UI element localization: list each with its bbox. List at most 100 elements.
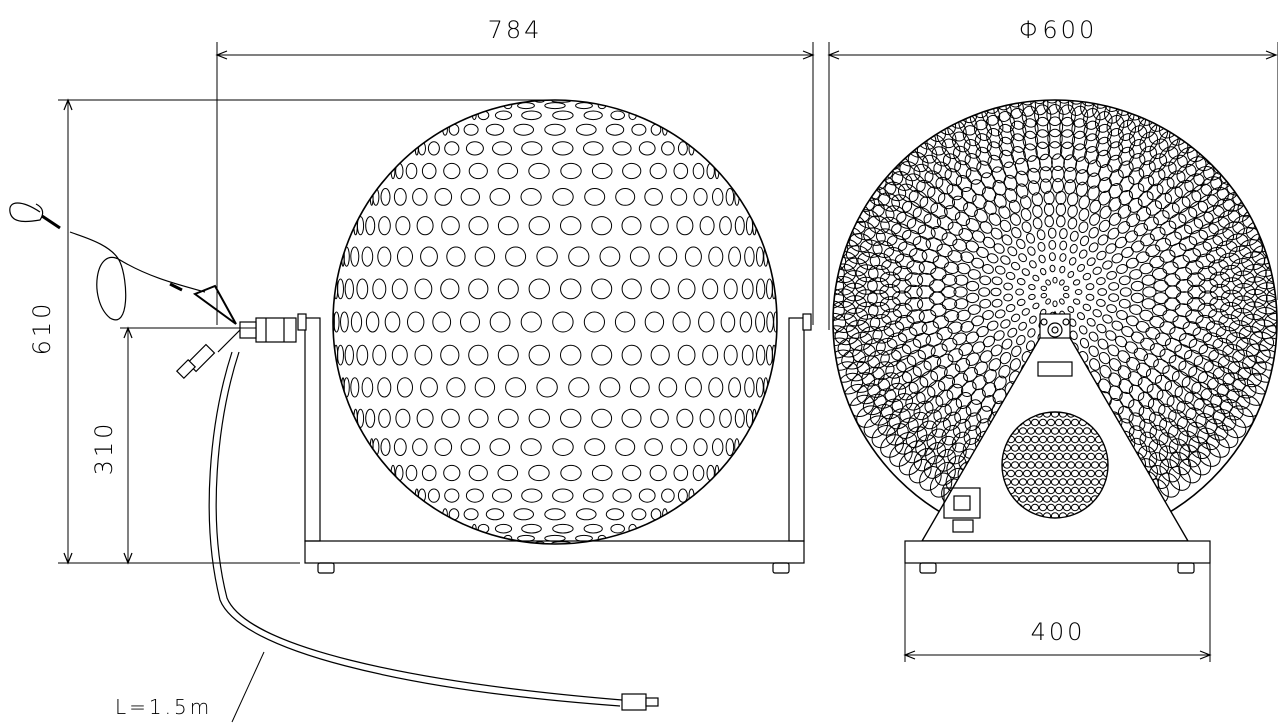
perforation-hole [919,100,942,118]
perforation-hole [1148,100,1170,119]
perforation-hole [1106,304,1118,314]
perforation-hole [867,289,890,307]
perforation-hole [521,141,543,156]
perforation-hole [1153,210,1170,226]
perforation-hole [916,285,934,299]
perforation-hole [1030,452,1040,461]
snap-hook [9,202,44,223]
perforation-hole [974,133,992,154]
perforation-hole [1048,240,1057,250]
dimensions [58,42,1278,723]
perforation-hole [395,408,411,428]
perforation-hole [953,145,971,166]
perforation-hole [1042,444,1052,452]
perforation-hole [965,399,982,417]
perforation-hole [552,141,574,156]
perforation-hole [924,395,944,414]
perforation-hole [1117,119,1137,141]
perforation-hole [584,438,606,457]
perforation-hole [1009,107,1027,130]
perforation-hole [985,114,1004,137]
perforation-hole [1058,427,1068,435]
perforation-hole [344,344,354,366]
perforation-hole [930,343,948,359]
perforation-hole [1018,253,1028,263]
perforation-hole [638,488,656,503]
perforation-hole [1124,341,1139,354]
perforation-hole [699,408,715,428]
perforation-hole [1038,153,1053,172]
perforation-hole [1037,241,1046,252]
perforation-hole [615,188,636,206]
perforation-hole [1176,163,1197,184]
perforation-hole [356,408,365,428]
perforation-hole [621,344,642,366]
perforation-hole [1118,378,1133,395]
perforation-hole [1042,478,1052,486]
perforation-hole [649,464,667,482]
perforation-hole [1059,253,1067,262]
perforation-hole [1193,355,1214,373]
perforation-hole [1104,101,1123,124]
perforation-hole [1001,234,1013,246]
perforation-hole [1218,314,1241,332]
perforation-hole [909,247,928,263]
perforation-hole [891,371,913,390]
perforation-hole [921,320,939,336]
perforation-hole [1098,60,1123,89]
perforation-hole [1010,146,1026,165]
perforation-hole [1205,434,1230,458]
perforation-hole [1098,351,1111,365]
perforation-hole [1094,469,1104,478]
perforation-hole [998,205,1011,220]
perforation-hole [917,224,936,240]
perforation-hole [1188,125,1211,148]
perforation-hole [965,240,980,253]
perforation-hole [693,188,708,206]
perforation-hole [1140,233,1155,247]
perforation-hole [1026,427,1036,435]
perforation-hole [1202,234,1224,252]
perforation-hole [852,343,876,364]
perforation-hole [1184,391,1205,411]
perforation-hole [1191,381,1213,401]
perforation-hole [440,344,460,366]
perforation-hole [1086,486,1096,495]
perforation-hole [1095,149,1111,168]
perforation-hole [935,389,954,408]
perforation-hole [833,288,856,309]
perforation-hole [702,344,719,366]
perforation-hole [1083,120,1101,142]
perforation-hole [1059,298,1065,305]
perforation-hole [1042,495,1052,503]
perforation-hole [913,400,934,421]
perforation-hole [1174,303,1193,318]
perforation-hole [365,311,380,333]
perforation-hole [1145,244,1161,257]
perforation-hole [505,377,527,398]
perforation-hole [999,351,1012,365]
perforation-hole [1171,196,1191,214]
perforation-hole [1168,100,1191,118]
perforation-hole [904,284,923,300]
perforation-hole [1135,251,1150,264]
perforation-hole [416,216,434,236]
perforation-hole [1067,192,1079,207]
perforation-hole [929,100,953,112]
perforation-hole [1017,100,1037,106]
perforation-hole [943,261,960,274]
perforation-hole [463,123,479,136]
perforation-hole [1083,133,1100,153]
perforation-hole [973,119,993,141]
perforation-hole [568,377,590,398]
perforation-hole [661,141,675,156]
perforation-hole [1148,411,1168,431]
perforation-hole [976,326,989,338]
perforation-hole [605,123,625,136]
perforation-hole [947,321,963,334]
perforation-hole [1046,116,1064,138]
perforation-hole [894,314,915,331]
safety-wire [9,202,237,325]
perforation-hole [337,278,344,300]
perforation-hole [1078,325,1088,335]
